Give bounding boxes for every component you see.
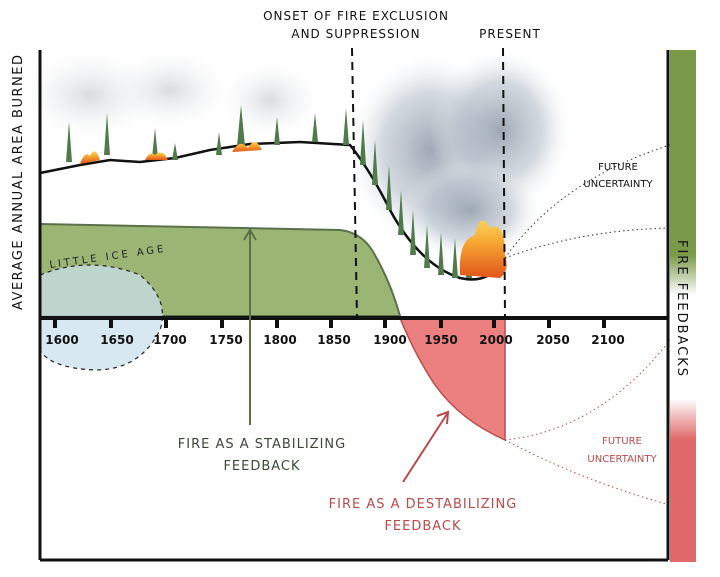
svg-text:1850: 1850 <box>317 333 350 347</box>
stabilizing-label-line1: FIRE AS A STABILIZING <box>178 437 346 452</box>
future-lower-line1: FUTURE <box>602 436 642 447</box>
fire-feedbacks-label: FIRE FEEDBACKS <box>674 240 689 378</box>
onset-dashed-line <box>351 47 358 319</box>
stabilizing-arrowhead-icon <box>243 228 257 241</box>
destabilizing-arrowhead-icon <box>436 410 450 425</box>
onset-label-line2: AND SUPPRESSION <box>291 27 420 41</box>
stabilizing-label-line2: FEEDBACK <box>223 459 300 474</box>
svg-text:2000: 2000 <box>479 333 512 347</box>
y-axis-label: AVERAGE ANNUAL AREA BURNED <box>11 54 26 310</box>
svg-text:2100: 2100 <box>591 333 624 347</box>
destabilizing-label-line1: FIRE AS A DESTABILIZING <box>329 497 518 512</box>
future-lower-line2: UNCERTAINTY <box>587 454 657 465</box>
landscape-line <box>39 140 507 281</box>
svg-text:1700: 1700 <box>153 333 186 347</box>
svg-text:1750: 1750 <box>209 333 242 347</box>
future-upper-line2: UNCERTAINTY <box>583 179 653 190</box>
svg-text:2050: 2050 <box>536 333 569 347</box>
destabilizing-feedback-area <box>398 317 506 442</box>
svg-text:1650: 1650 <box>100 333 133 347</box>
svg-text:1900: 1900 <box>373 333 406 347</box>
fire-feedbacks-sidebar <box>670 50 696 562</box>
future-uncertainty-lines <box>504 144 671 506</box>
svg-text:1600: 1600 <box>45 333 78 347</box>
svg-text:1950: 1950 <box>424 333 457 347</box>
present-label: PRESENT <box>479 27 541 41</box>
svg-text:1800: 1800 <box>263 333 296 347</box>
future-upper-line1: FUTURE <box>598 162 638 173</box>
flames <box>80 141 507 278</box>
present-dashed-line <box>502 47 506 319</box>
x-axis-ticks <box>53 318 606 328</box>
destabilizing-label-line2: FEEDBACK <box>384 519 461 534</box>
x-axis-tick-labels: 1600 1650 1700 1750 1800 1850 1900 1950 … <box>45 333 624 347</box>
destabilizing-arrow <box>402 413 448 483</box>
onset-label-line1: ONSET OF FIRE EXCLUSION <box>263 9 449 23</box>
